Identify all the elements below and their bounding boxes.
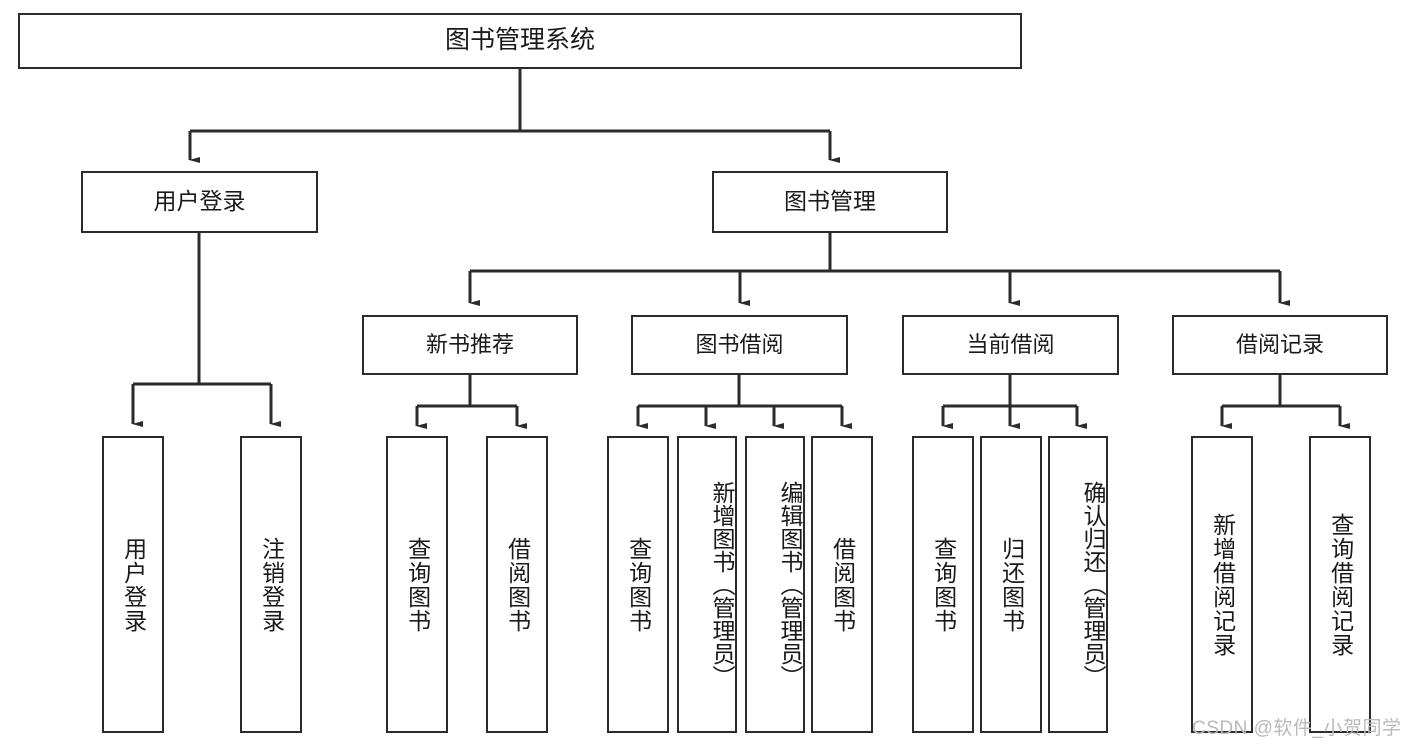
leaf-current-borrow-return-book[interactable]: 归还图书	[980, 436, 1042, 733]
node-label: 注销登录	[258, 536, 285, 633]
node-label: 用户登录	[153, 188, 246, 215]
csdn-watermark: CSDN @软件_小贺同学	[1192, 713, 1401, 740]
leaf-current-borrow-query-book[interactable]: 查询图书	[912, 436, 974, 733]
leaf-new-book-borrow-book[interactable]: 借阅图书	[486, 436, 548, 733]
node-label: 查询借阅记录	[1327, 512, 1354, 657]
node-current-borrow[interactable]: 当前借阅	[902, 315, 1119, 375]
node-label: 借阅记录	[1235, 332, 1324, 358]
node-label: 借阅图书	[504, 536, 531, 633]
node-label: 用户登录	[120, 536, 147, 633]
node-user-login[interactable]: 用户登录	[81, 171, 318, 233]
node-label: 确认归还（管理员）	[1080, 481, 1106, 688]
node-new-book-recommend[interactable]: 新书推荐	[362, 315, 578, 375]
watermark-text: CSDN @软件_小贺同学	[1192, 718, 1402, 739]
node-label: 借阅图书	[829, 536, 856, 633]
node-book-management[interactable]: 图书管理	[712, 171, 948, 233]
node-label: 图书管理	[784, 188, 876, 215]
node-label: 新增图书（管理员）	[709, 481, 735, 688]
leaf-book-borrow-borrow-book[interactable]: 借阅图书	[811, 436, 873, 733]
node-label: 归还图书	[998, 536, 1025, 633]
node-label: 图书管理系统	[444, 26, 595, 55]
leaf-book-borrow-query-book[interactable]: 查询图书	[607, 436, 669, 733]
node-label: 当前借阅	[966, 332, 1055, 358]
node-book-borrow[interactable]: 图书借阅	[631, 315, 848, 375]
node-label: 查询图书	[625, 536, 652, 633]
leaf-book-borrow-edit-book-admin[interactable]: 编辑图书（管理员）	[745, 436, 805, 733]
node-label: 新书推荐	[425, 332, 514, 358]
node-root-book-management-system[interactable]: 图书管理系统	[18, 13, 1022, 69]
leaf-new-book-query-book[interactable]: 查询图书	[386, 436, 448, 733]
leaf-book-borrow-add-book-admin[interactable]: 新增图书（管理员）	[677, 436, 737, 733]
leaf-borrow-record-query-record[interactable]: 查询借阅记录	[1309, 436, 1371, 733]
node-label: 查询图书	[404, 536, 431, 633]
node-label: 查询图书	[930, 536, 957, 633]
leaf-user-login-login[interactable]: 用户登录	[102, 436, 164, 733]
node-borrow-record[interactable]: 借阅记录	[1172, 315, 1388, 375]
leaf-borrow-record-add-record[interactable]: 新增借阅记录	[1191, 436, 1253, 733]
leaf-user-login-logout[interactable]: 注销登录	[240, 436, 302, 733]
leaf-current-borrow-confirm-return-admin[interactable]: 确认归还（管理员）	[1048, 436, 1108, 733]
node-label: 编辑图书（管理员）	[777, 481, 803, 688]
node-label: 图书借阅	[695, 332, 784, 358]
node-label: 新增借阅记录	[1209, 512, 1236, 657]
